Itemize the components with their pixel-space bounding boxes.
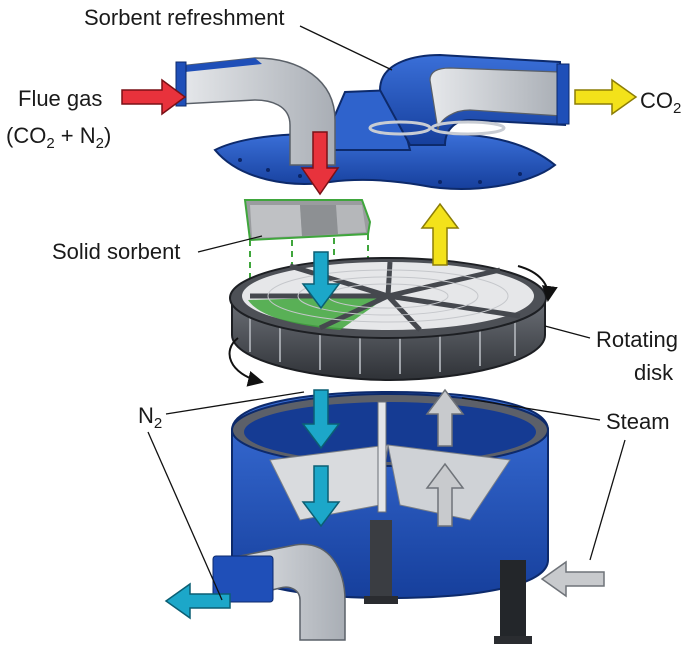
label-n2: N2 [138,403,163,432]
steam-up-arrow-2 [425,462,465,527]
n2-down-arrow-3 [301,465,341,528]
top-housing [175,53,570,190]
n2-out-arrow [164,582,231,620]
steam-in-arrow [540,560,605,598]
label-flue-gas-formula: (CO2 + N2) [6,123,112,152]
flue-gas-arrow [121,78,187,116]
n2-down-arrow-2 [301,389,341,450]
label-rotating: Rotating [596,327,678,352]
co2-out-arrow [574,78,638,116]
label-sorbent-refreshment: Sorbent refreshment [84,5,285,30]
label-flue-gas: Flue gas [18,86,103,111]
n2-down-arrow-1 [301,251,341,310]
leader-lines [147,25,626,601]
label-co2: CO2 [640,88,682,117]
rotating-disk [228,257,558,387]
label-solid-sorbent: Solid sorbent [52,239,181,264]
bottom-housing [212,390,549,644]
co2-up-arrow [420,202,460,266]
label-steam: Steam [606,409,670,434]
label-disk: disk [634,360,674,385]
steam-up-arrow-1 [425,388,465,447]
flue-gas-down-arrow [300,131,340,196]
